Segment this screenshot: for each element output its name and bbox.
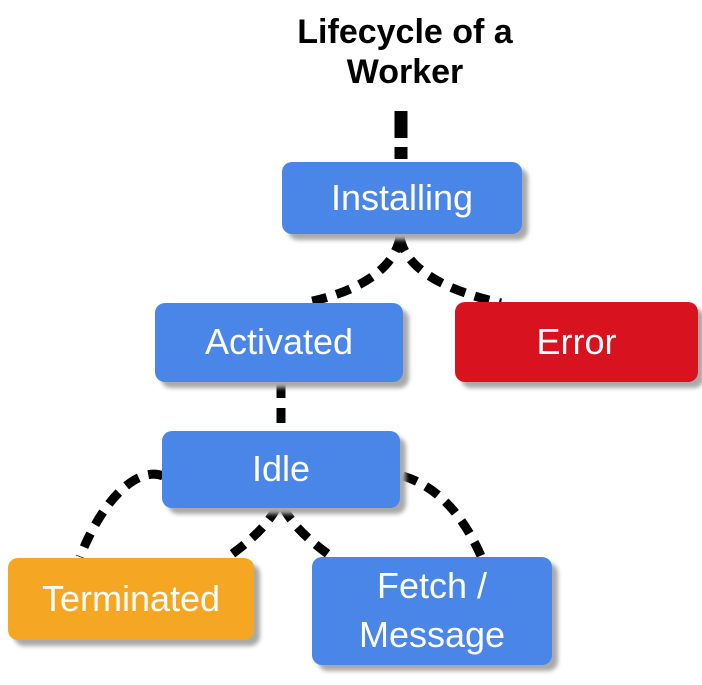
state-label-activated: Activated [204, 321, 354, 363]
state-node-activated: Activated [155, 303, 403, 382]
state-node-installing: Installing [282, 162, 522, 234]
state-node-terminated: Terminated [8, 558, 254, 640]
diagram-title-line1: Lifecycle of a [297, 13, 513, 51]
state-label-terminated: Terminated [41, 577, 221, 619]
state-label-installing: Installing [330, 176, 474, 218]
state-label-idle: Idle [251, 448, 311, 490]
connector-terminated-to-idle [225, 504, 281, 561]
connector-idle-to-fetch [279, 504, 335, 561]
state-label-error: Error [536, 320, 617, 362]
connector-fetch-to-idle [401, 471, 486, 558]
connector-idle-to-terminated [75, 469, 165, 559]
state-node-fetch-message: Fetch / Message [312, 557, 552, 665]
connector-installing-to-error [395, 235, 502, 308]
state-node-error: Error [455, 302, 698, 382]
connector-installing-to-activated [302, 235, 405, 308]
state-node-idle: Idle [162, 431, 400, 508]
diagram-title-line2: Worker [346, 53, 464, 91]
diagram-title: Lifecycle of a Worker [235, 12, 575, 92]
state-label-fetch-message: Fetch / Message [358, 565, 506, 655]
